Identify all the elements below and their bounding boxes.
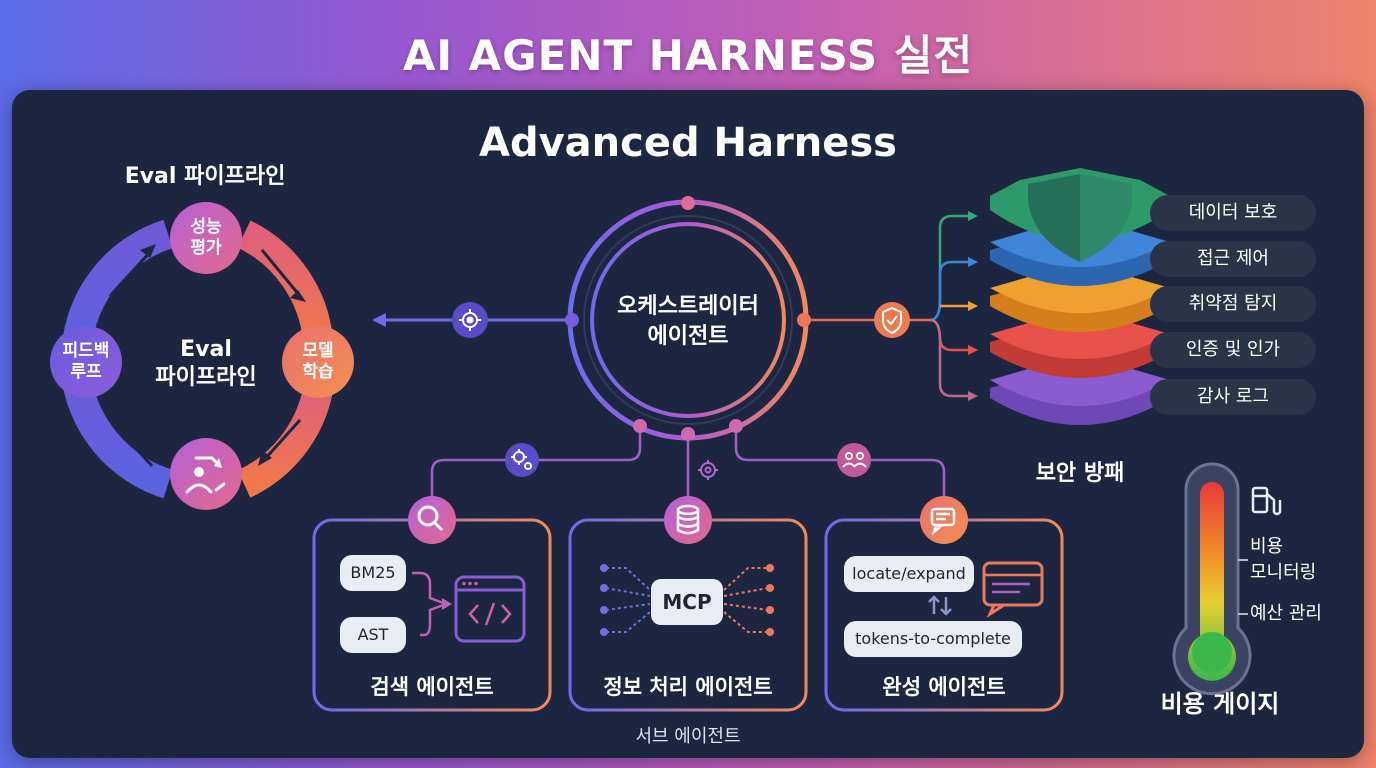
mcp-connectors-left	[605, 567, 651, 633]
eval-node-training	[282, 326, 354, 398]
security-layer-data-protection: 데이터 보호	[1150, 195, 1316, 231]
chat-text-icon	[930, 507, 956, 536]
mcp-connectors-right	[723, 567, 769, 633]
eval-center-label: Eval 파이프라인	[155, 337, 257, 390]
security-title: 보안 방패	[1035, 461, 1125, 486]
code-window-icon	[454, 575, 526, 643]
eval-heading: Eval 파이프라인	[124, 164, 286, 189]
refresh-user-icon	[185, 456, 226, 494]
ast-pill: AST	[340, 617, 406, 653]
eval-node-training-label: 모델 학습	[302, 341, 334, 382]
security-layer-vulnerability: 취약점 탐지	[1150, 286, 1316, 322]
orchestrator-to-security-connector	[811, 214, 972, 398]
eval-node-feedback-label: 피드백 루프	[62, 341, 110, 382]
locate-expand-pill: locate/expand	[844, 556, 974, 592]
search-agent-title: 검색 에이전트	[370, 675, 494, 699]
mcp-box: MCP	[651, 579, 723, 625]
orchestrator-label: 오케스트레이터 에이전트	[617, 294, 759, 349]
cost-monitoring-label: 비용 모니터링	[1250, 536, 1317, 583]
budget-label: 예산 관리	[1250, 603, 1322, 624]
eval-ring	[60, 219, 333, 499]
fuel-pump-icon	[1251, 486, 1282, 516]
gear-icon	[698, 460, 718, 480]
gears-icon	[511, 449, 532, 470]
main-title: AI AGENT HARNESS 실전	[402, 31, 974, 80]
database-icon	[676, 504, 700, 535]
eval-node-performance-label: 성능 평가	[190, 217, 222, 258]
security-layer-audit-log: 감사 로그	[1150, 379, 1316, 415]
cost-gauge-title: 비용 게이지	[1160, 690, 1280, 718]
eval-node-performance	[170, 202, 242, 274]
security-layer-auth: 인증 및 인가	[1150, 332, 1316, 368]
panel-title: Advanced Harness	[479, 120, 897, 166]
complete-agent-title: 완성 에이전트	[882, 675, 1006, 699]
info-agent-title: 정보 처리 에이전트	[603, 675, 773, 699]
search-icon	[417, 505, 444, 532]
shield-check-icon	[882, 306, 902, 335]
security-layer-access-control: 접근 제어	[1150, 241, 1316, 277]
eval-node-feedback	[50, 326, 122, 398]
eval-node-refresh	[170, 438, 242, 510]
chat-window-icon	[982, 561, 1044, 618]
swap-arrows-icon	[928, 595, 952, 616]
bm25-pill: BM25	[340, 555, 406, 591]
users-icon	[842, 452, 867, 468]
orchestrator-ring	[565, 196, 811, 441]
subagents-caption: 서브 에이전트	[635, 726, 741, 747]
tokens-to-complete-pill: tokens-to-complete	[844, 621, 1022, 657]
network-gear-icon	[459, 309, 481, 331]
cost-thermometer	[1172, 462, 1252, 696]
security-shield	[990, 168, 1170, 425]
